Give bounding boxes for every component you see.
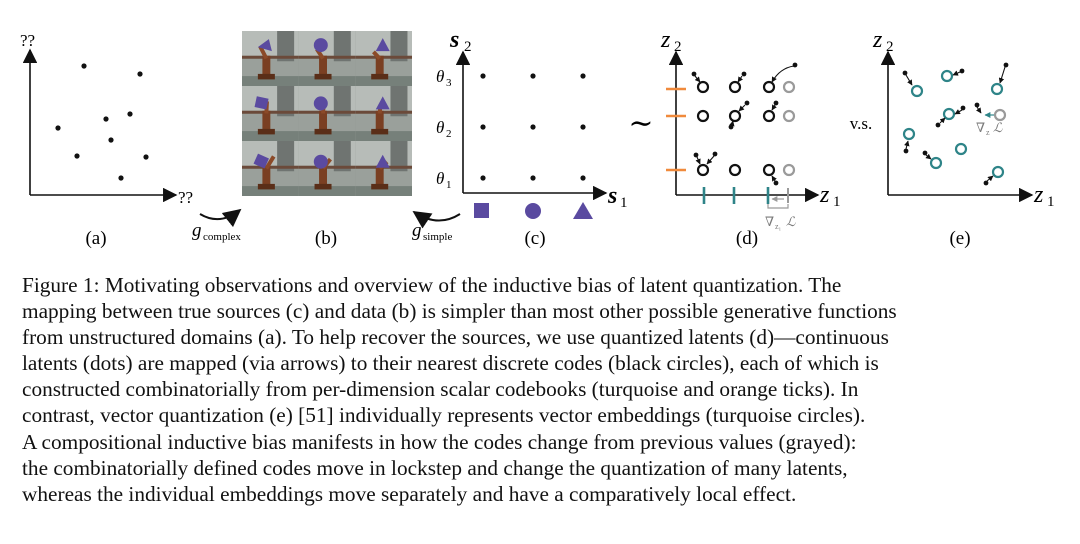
g-complex-mapping: g complex bbox=[192, 208, 242, 243]
panel-a-y-label: ?? bbox=[20, 31, 35, 50]
figure-1: ?? ?? (a) g complex (b) g simple s 2 s 1… bbox=[20, 27, 1055, 249]
equivalence-tilde: ∼ bbox=[628, 107, 653, 140]
figure-caption: Figure 1: Motivating observations and ov… bbox=[22, 272, 1062, 507]
g-complex-subscript: complex bbox=[203, 231, 241, 243]
vector-embeddings bbox=[902, 69, 1005, 179]
robot-scene-image bbox=[298, 141, 356, 196]
robot-scene-image bbox=[298, 86, 356, 141]
circle-icon bbox=[525, 203, 541, 219]
panel-e-gradient-subscript: z bbox=[986, 128, 990, 137]
panel-e-x-axis-subscript: 1 bbox=[1047, 194, 1055, 210]
discrete-codes bbox=[696, 80, 776, 177]
g-simple-symbol: g bbox=[412, 220, 422, 241]
caption-line: A compositional inductive bias manifests… bbox=[22, 429, 857, 454]
panel-c-grid-points bbox=[480, 73, 586, 181]
panel-d-y-axis-symbol: z bbox=[660, 27, 671, 53]
panel-c-x-axis-subscript: 1 bbox=[620, 195, 628, 211]
g-complex-symbol: g bbox=[192, 220, 202, 241]
theta-2-symbol: θ bbox=[436, 118, 444, 137]
caption-line: Figure 1: Motivating observations and ov… bbox=[22, 273, 842, 297]
panel-d: z 2 z 1 ∇ z₁ ℒ bbox=[660, 27, 841, 249]
panel-b-caption-label: (b) bbox=[315, 228, 337, 249]
panel-c-caption-label: (c) bbox=[524, 228, 545, 249]
panel-a: ?? ?? (a) bbox=[20, 31, 193, 249]
g-simple-subscript: simple bbox=[423, 231, 452, 243]
panel-e-gradient-loss: ℒ bbox=[993, 120, 1003, 135]
panel-d-x-axis-symbol: z bbox=[819, 182, 830, 208]
panel-e-gradient-symbol: ∇ bbox=[976, 120, 985, 135]
panel-e-y-axis-subscript: 2 bbox=[886, 39, 894, 55]
panel-e-arrows bbox=[904, 66, 1006, 182]
previous-codes bbox=[782, 80, 796, 177]
theta-3-symbol: θ bbox=[436, 67, 444, 86]
theta-3-subscript: 3 bbox=[446, 77, 452, 89]
previous-embedding bbox=[993, 108, 1007, 122]
panel-d-caption-label: (d) bbox=[736, 228, 758, 249]
caption-line: mapping between true sources (c) and dat… bbox=[22, 299, 897, 324]
panel-e-latents bbox=[902, 62, 1009, 186]
vs-label: v.s. bbox=[850, 114, 873, 133]
robot-scene-image bbox=[298, 31, 356, 86]
caption-line: whereas the individual embeddings move s… bbox=[22, 481, 797, 506]
panel-d-x-axis-subscript: 1 bbox=[833, 194, 841, 210]
panel-c-y-axis-subscript: 2 bbox=[464, 39, 472, 55]
quantization-arrows bbox=[694, 65, 795, 182]
panel-d-y-axis-subscript: 2 bbox=[674, 39, 682, 55]
panel-c-y-axis-symbol: s bbox=[449, 27, 459, 53]
panel-b-image-grid bbox=[242, 31, 412, 196]
robot-scene-image bbox=[242, 141, 299, 196]
panel-a-x-label: ?? bbox=[178, 188, 193, 207]
robot-scene-image bbox=[242, 86, 299, 141]
panel-d-gradient-loss: ℒ bbox=[786, 214, 796, 229]
panel-d-gradient-symbol: ∇ bbox=[765, 214, 774, 229]
panel-c-x-axis-symbol: s bbox=[607, 183, 617, 209]
z1-codebook-ticks bbox=[702, 187, 770, 204]
square-icon bbox=[474, 203, 489, 218]
panel-a-points bbox=[55, 63, 149, 181]
caption-line: contrast, vector quantization (e) [51] i… bbox=[22, 403, 866, 428]
robot-scene-image bbox=[242, 31, 299, 86]
caption-line: the combinatorially defined codes move i… bbox=[22, 455, 848, 480]
panel-e-caption-label: (e) bbox=[949, 228, 970, 249]
theta-1-subscript: 1 bbox=[446, 179, 452, 191]
panel-c: s 2 s 1 θ 3 θ 2 θ 1 (c) bbox=[436, 27, 628, 249]
continuous-latents bbox=[691, 62, 798, 186]
caption-line: constructed combinatorially from per-dim… bbox=[22, 377, 859, 402]
theta-1-symbol: θ bbox=[436, 169, 444, 188]
triangle-icon bbox=[573, 202, 593, 219]
g-simple-mapping: g simple bbox=[412, 211, 461, 243]
panel-a-caption-label: (a) bbox=[85, 228, 106, 249]
panel-e-y-axis-symbol: z bbox=[872, 27, 883, 53]
panel-e: z 2 z 1 ∇ z ℒ (e) bbox=[872, 27, 1055, 249]
z2-codebook-ticks bbox=[666, 87, 686, 172]
robot-scene-image bbox=[355, 86, 412, 141]
panel-d-gradient-subscript: z₁ bbox=[775, 222, 782, 231]
theta-2-subscript: 2 bbox=[446, 128, 452, 140]
robot-scene-image bbox=[355, 141, 412, 196]
caption-line: from unstructured domains (a). To help r… bbox=[22, 325, 889, 350]
caption-line: latents (dots) are mapped (via arrows) t… bbox=[22, 351, 879, 376]
robot-scene-image bbox=[355, 31, 412, 86]
panel-e-x-axis-symbol: z bbox=[1033, 182, 1044, 208]
